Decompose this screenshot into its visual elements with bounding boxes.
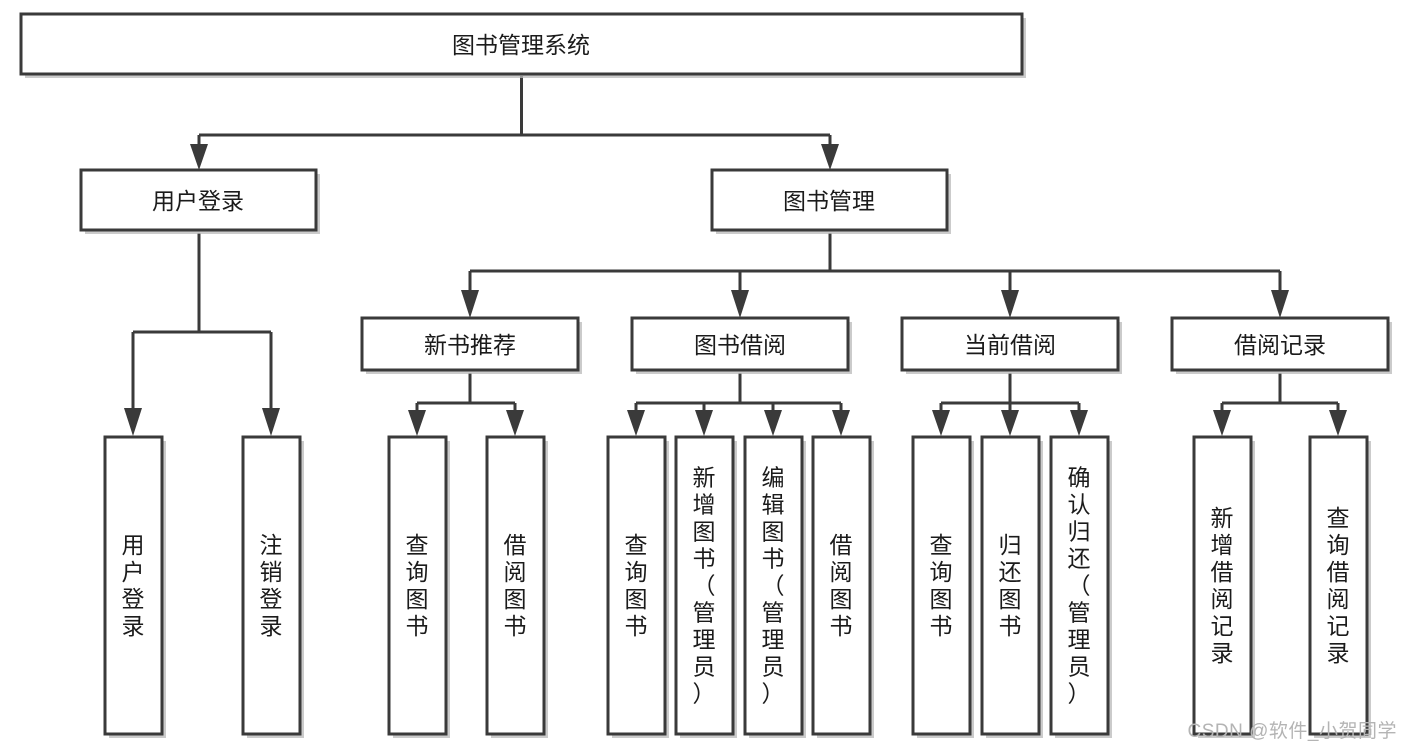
- node-leaf-add-record-box: [1192, 435, 1253, 736]
- node-leaf-query-book-1-label: 查询图书: [406, 532, 429, 639]
- node-leaf-return-book-label: 归还图书: [999, 532, 1022, 639]
- node-borrow-record[interactable]: 借阅记录: [1170, 316, 1392, 374]
- node-root-box: [19, 12, 1024, 76]
- arrow-icon-leaf-add-book: [695, 410, 713, 436]
- arrow-icon-borrow-record: [1271, 290, 1289, 318]
- node-book-borrow-label: 图书借阅: [694, 332, 786, 358]
- node-book-manage[interactable]: 图书管理: [710, 168, 951, 234]
- arrow-icon-book-borrow: [731, 290, 749, 318]
- node-leaf-user-login-label: 用户登录: [122, 532, 145, 639]
- node-leaf-edit-book[interactable]: 编辑图书（管理员）: [743, 435, 806, 738]
- node-user-login-label: 用户登录: [152, 188, 244, 214]
- arrow-icon-leaf-query-book-2: [627, 410, 645, 436]
- arrow-icon-leaf-add-record: [1213, 410, 1231, 436]
- node-root-label: 图书管理系统: [452, 32, 590, 58]
- arrow-icon-leaf-edit-book: [764, 410, 782, 436]
- node-leaf-add-book[interactable]: 新增图书（管理员）: [674, 435, 737, 738]
- node-leaf-query-record[interactable]: 查询借阅记录: [1308, 435, 1371, 738]
- node-leaf-confirm-return-box: [1049, 435, 1110, 736]
- node-new-book-recommend-label: 新书推荐: [424, 332, 516, 358]
- arrow-icon-leaf-user-login: [124, 408, 142, 436]
- node-book-borrow-box: [630, 316, 850, 372]
- node-leaf-query-record-label: 查询借阅记录: [1327, 505, 1350, 666]
- node-leaf-borrow-book-1-label: 借阅图书: [504, 532, 527, 639]
- node-user-login[interactable]: 用户登录: [79, 168, 320, 234]
- arrow-icon-book-manage: [821, 144, 839, 170]
- arrow-icon-leaf-borrow-book-1: [506, 410, 524, 436]
- arrow-icon-leaf-query-book-3: [932, 410, 950, 436]
- arrow-icon-leaf-user-logout: [262, 408, 280, 436]
- node-leaf-user-logout-label: 注销登录: [260, 532, 283, 639]
- node-book-manage-box: [710, 168, 949, 232]
- arrow-icon-user-login: [190, 144, 208, 170]
- node-leaf-borrow-book-2-label: 借阅图书: [830, 532, 853, 639]
- node-current-borrow-label: 当前借阅: [964, 332, 1056, 358]
- node-leaf-add-record[interactable]: 新增借阅记录: [1192, 435, 1255, 738]
- node-leaf-query-book-2-box: [606, 435, 667, 736]
- arrow-icon-leaf-query-book-1: [408, 410, 426, 436]
- node-leaf-add-book-label: 新增图书（管理员）: [693, 465, 716, 707]
- arrow-icon-new-book-recommend: [461, 290, 479, 318]
- node-borrow-record-label: 借阅记录: [1234, 332, 1326, 358]
- node-new-book-recommend-box: [360, 316, 580, 372]
- arrow-icon-current-borrow: [1001, 290, 1019, 318]
- arrow-icon-leaf-confirm-return: [1070, 410, 1088, 436]
- node-leaf-user-logout[interactable]: 注销登录: [241, 435, 304, 738]
- node-leaf-add-record-label: 新增借阅记录: [1211, 505, 1234, 666]
- arrow-icon-leaf-return-book: [1001, 410, 1019, 436]
- node-leaf-query-record-box: [1308, 435, 1369, 736]
- node-leaf-query-book-2[interactable]: 查询图书: [606, 435, 669, 738]
- node-leaf-borrow-book-2-box: [811, 435, 872, 736]
- node-root[interactable]: 图书管理系统: [19, 12, 1026, 78]
- node-leaf-borrow-book-1[interactable]: 借阅图书: [485, 435, 548, 738]
- node-leaf-borrow-book-2[interactable]: 借阅图书: [811, 435, 874, 738]
- node-leaf-edit-book-box: [743, 435, 804, 736]
- node-leaf-query-book-3-label: 查询图书: [930, 532, 953, 639]
- node-leaf-user-logout-box: [241, 435, 302, 736]
- node-leaf-edit-book-label: 编辑图书（管理员）: [762, 465, 785, 707]
- node-leaf-query-book-3-box: [911, 435, 972, 736]
- node-leaf-query-book-3[interactable]: 查询图书: [911, 435, 974, 738]
- node-new-book-recommend[interactable]: 新书推荐: [360, 316, 582, 374]
- node-leaf-user-login[interactable]: 用户登录: [103, 435, 166, 738]
- node-leaf-add-book-box: [674, 435, 735, 736]
- node-book-borrow[interactable]: 图书借阅: [630, 316, 852, 374]
- arrow-icon-leaf-borrow-book-2: [832, 410, 850, 436]
- node-leaf-query-book-1-box: [387, 435, 448, 736]
- node-leaf-confirm-return[interactable]: 确认归还（管理员）: [1049, 435, 1112, 738]
- node-current-borrow-box: [900, 316, 1120, 372]
- node-leaf-return-book[interactable]: 归还图书: [980, 435, 1043, 738]
- node-borrow-record-box: [1170, 316, 1390, 372]
- connectors-layer: [124, 76, 1347, 436]
- node-leaf-return-book-box: [980, 435, 1041, 736]
- node-current-borrow[interactable]: 当前借阅: [900, 316, 1122, 374]
- arrow-icon-leaf-query-record: [1329, 410, 1347, 436]
- node-leaf-query-book-1[interactable]: 查询图书: [387, 435, 450, 738]
- node-leaf-user-login-box: [103, 435, 164, 736]
- node-leaf-query-book-2-label: 查询图书: [625, 532, 648, 639]
- node-leaf-borrow-book-1-box: [485, 435, 546, 736]
- node-book-manage-label: 图书管理: [783, 188, 875, 214]
- watermark-label: CSDN @软件_小贺同学: [1187, 721, 1397, 742]
- node-leaf-confirm-return-label: 确认归还（管理员）: [1068, 465, 1091, 707]
- node-user-login-box: [79, 168, 318, 232]
